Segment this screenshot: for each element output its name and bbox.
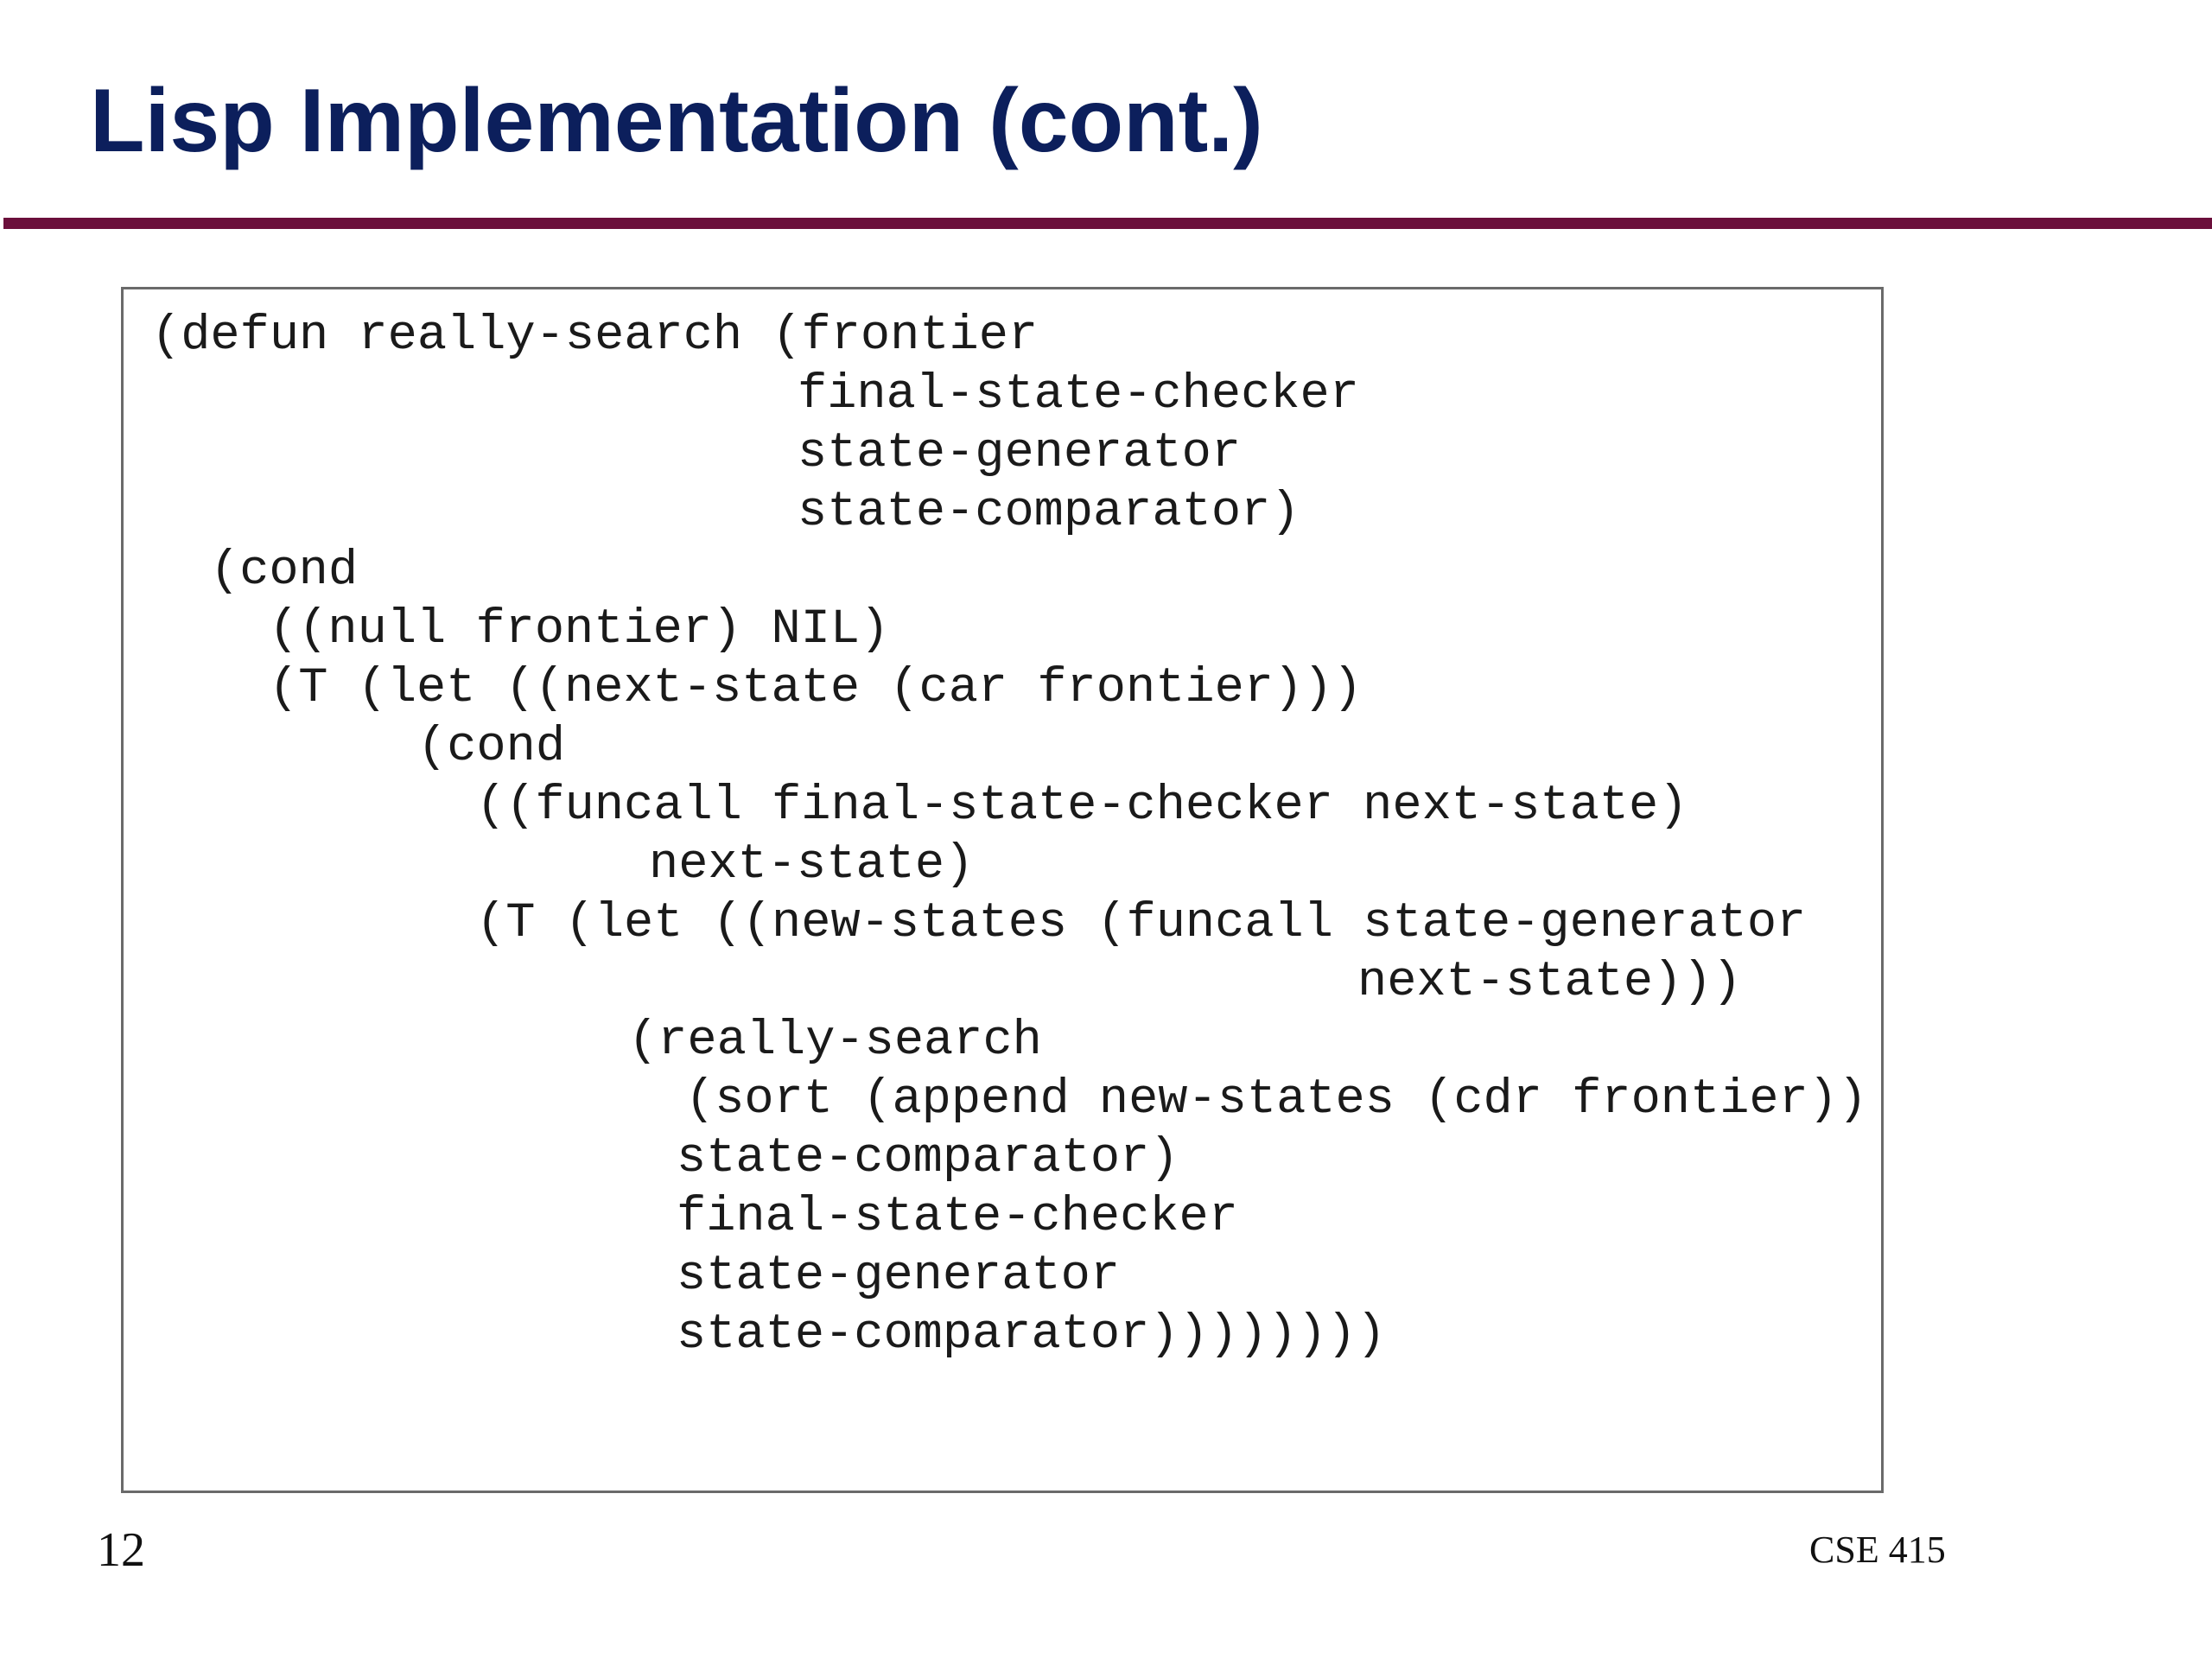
code-line-14: (sort (append new-states (cdr frontier)): [685, 1072, 1868, 1128]
code-line-13: (really-search: [628, 1014, 1042, 1069]
code-line-18: state-comparator)))))))): [677, 1307, 1386, 1363]
slide-title: Lisp Implementation (cont.): [90, 71, 1263, 171]
code-line-12: next-state))): [1357, 955, 1742, 1010]
code-line-2: final-state-checker: [798, 367, 1359, 423]
code-line-15: state-comparator): [677, 1131, 1179, 1186]
code-line-11: (T (let ((new-states (funcall state-gene…: [476, 896, 1807, 951]
code-line-6: ((null frontier) NIL): [269, 602, 890, 658]
code-line-9: ((funcall final-state-checker next-state…: [476, 779, 1688, 834]
title-divider: [3, 218, 2212, 229]
code-line-4: state-comparator): [798, 485, 1300, 540]
code-block: (defun really-search (frontier final-sta…: [121, 287, 1884, 1493]
code-line-7: (T (let ((next-state (car frontier))): [269, 661, 1363, 716]
code-line-17: state-generator: [677, 1249, 1121, 1304]
code-line-16: final-state-checker: [677, 1190, 1238, 1245]
course-label: CSE 415: [1809, 1529, 1946, 1571]
code-line-8: (cond: [417, 720, 566, 775]
code-line-10: next-state): [649, 837, 975, 893]
code-line-3: state-generator: [798, 426, 1242, 481]
code-line-1: (defun really-search (frontier: [151, 308, 1039, 364]
code-line-5: (cond: [210, 543, 359, 599]
page-number: 12: [97, 1523, 145, 1577]
